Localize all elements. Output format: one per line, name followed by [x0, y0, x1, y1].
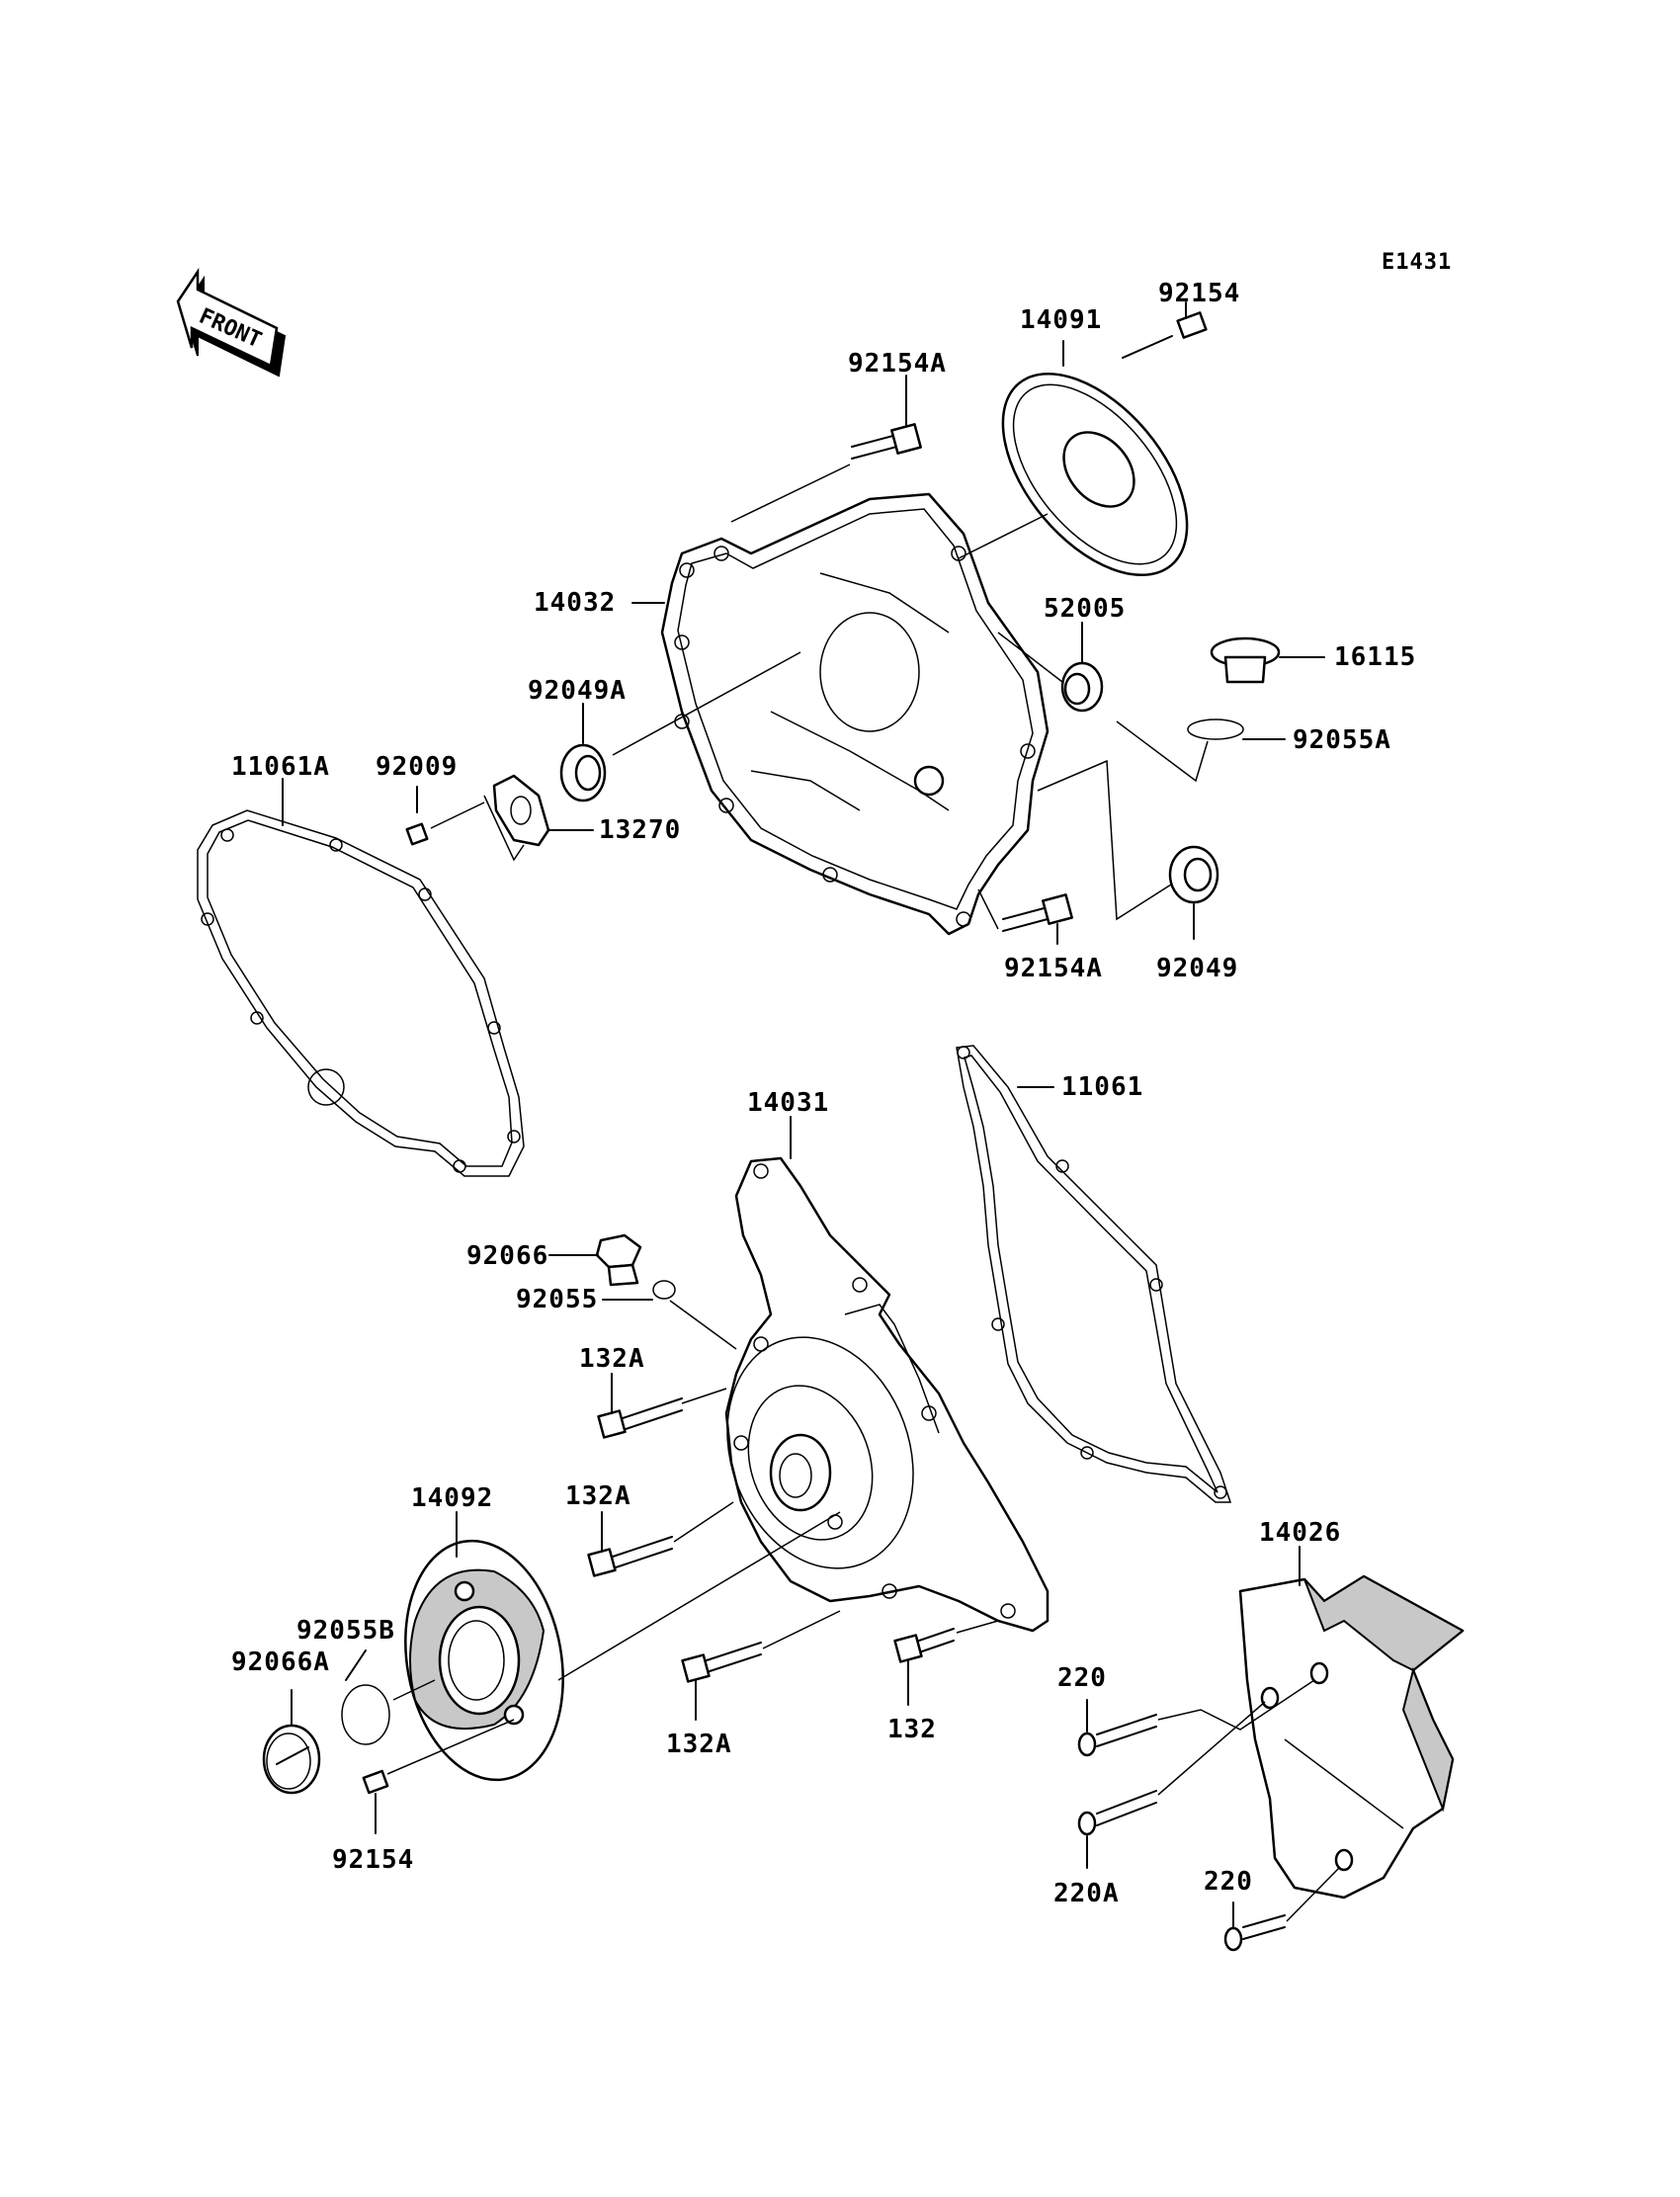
- label-92066A: 92066A: [231, 1648, 330, 1677]
- screw-92009: [405, 786, 485, 846]
- bolt-220-2: [1223, 1867, 1340, 1952]
- o-ring-92055B: [341, 1649, 436, 1745]
- gasket-11061A: [197, 778, 525, 1177]
- label-92154A-top: 92154A: [848, 349, 947, 379]
- label-92049: 92049: [1156, 954, 1238, 983]
- bolt-92154A-mid: [977, 888, 1073, 945]
- label-92066: 92066: [466, 1241, 548, 1271]
- label-14031: 14031: [747, 1088, 829, 1118]
- label-11061: 11061: [1061, 1072, 1143, 1102]
- plug-cap-92066A: [262, 1689, 321, 1795]
- label-92049A: 92049A: [528, 676, 627, 706]
- bolt-220-1: [1077, 1679, 1315, 1757]
- label-220-2: 220: [1204, 1867, 1253, 1897]
- bolt-132A-3: [681, 1610, 841, 1721]
- label-132A-2: 132A: [565, 1481, 631, 1511]
- label-220-1: 220: [1057, 1663, 1107, 1693]
- bolt-132A-2: [587, 1501, 734, 1577]
- label-92055: 92055: [516, 1285, 598, 1314]
- o-ring-92055A: [1116, 718, 1286, 783]
- diagram-code: E1431: [1382, 250, 1452, 275]
- bolt-132A-1: [597, 1373, 727, 1439]
- label-92055B: 92055B: [296, 1616, 395, 1646]
- oil-seal-92049: [1037, 759, 1219, 940]
- label-14032: 14032: [534, 588, 616, 618]
- label-220A: 220A: [1053, 1879, 1120, 1908]
- label-11061A: 11061A: [231, 752, 330, 782]
- o-ring-92055: [602, 1280, 737, 1350]
- cap-52005: [997, 622, 1104, 713]
- label-92154-bottom: 92154: [332, 1845, 414, 1875]
- screw-92154-bottom: [362, 1719, 515, 1834]
- screw-92154-top: [1122, 301, 1208, 359]
- label-13270: 13270: [599, 815, 681, 845]
- label-14092: 14092: [411, 1483, 493, 1513]
- plug-92066: [548, 1233, 642, 1287]
- label-92009: 92009: [376, 752, 458, 782]
- label-14091: 14091: [1020, 305, 1102, 335]
- label-52005: 52005: [1044, 594, 1126, 624]
- label-16115: 16115: [1334, 642, 1416, 672]
- oil-seal-92049A: [559, 651, 801, 803]
- label-14026: 14026: [1259, 1518, 1341, 1548]
- clutch-cover-14032: [631, 492, 1050, 936]
- label-92055A: 92055A: [1293, 725, 1391, 755]
- bolt-220A: [1077, 1701, 1266, 1869]
- plug-16115: [1210, 636, 1325, 684]
- front-arrow-icon: FRONT: [176, 267, 287, 378]
- sprocket-cover-14026: [1238, 1546, 1465, 1900]
- inspection-cover-14092: [404, 1511, 841, 1782]
- bolt-92154A-top: [851, 375, 922, 460]
- label-132A-1: 132A: [579, 1344, 645, 1374]
- label-92154-top: 92154: [1158, 279, 1240, 308]
- gasket-11061: [956, 1045, 1232, 1503]
- plate-13270: [483, 774, 594, 862]
- cover-plate-14091: [1001, 340, 1189, 577]
- bolt-132: [893, 1620, 999, 1706]
- label-92154A-mid: 92154A: [1004, 954, 1103, 983]
- label-132A-3: 132A: [666, 1730, 732, 1759]
- label-132: 132: [887, 1715, 937, 1744]
- generator-cover-14031: [724, 1116, 1050, 1633]
